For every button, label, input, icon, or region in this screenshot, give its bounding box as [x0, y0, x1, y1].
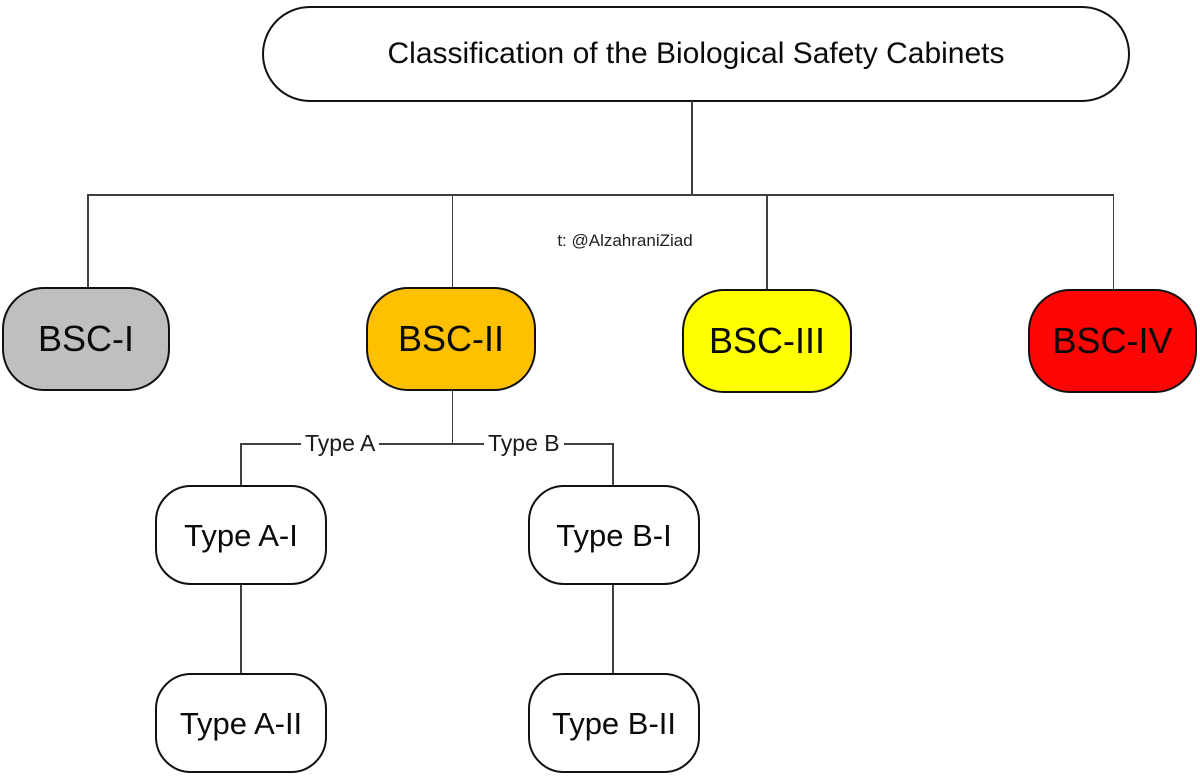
node-type-b-i: Type B-I	[528, 485, 700, 585]
connector-drop-bsc3	[766, 194, 768, 289]
connector-stem-type-a-ii	[240, 585, 242, 673]
node-bsc-iv-label: BSC-IV	[1052, 320, 1173, 361]
branch-label-type-b: Type B	[484, 429, 564, 457]
node-type-a-ii-label: Type A-II	[179, 705, 303, 741]
connector-drop-bsc4	[1112, 194, 1114, 289]
connector-branch-horizontal-bar	[240, 443, 613, 445]
connector-bsc2-stem	[451, 391, 453, 444]
connector-stem-type-b-ii	[612, 585, 614, 673]
connector-drop-type-b	[612, 443, 614, 485]
node-type-a-i-label: Type A-I	[184, 517, 298, 553]
node-bsc-i: BSC-I	[2, 287, 170, 391]
node-bsc-iii-label: BSC-III	[708, 320, 825, 361]
node-bsc-i-label: BSC-I	[37, 318, 134, 359]
node-bsc-ii-label: BSC-II	[397, 318, 504, 359]
node-bsc-ii: BSC-II	[366, 287, 536, 391]
connector-drop-bsc1	[87, 194, 89, 287]
node-type-b-i-label: Type B-I	[556, 517, 672, 553]
node-type-b-ii-label: Type B-II	[551, 705, 677, 741]
connector-drop-bsc2	[451, 194, 453, 287]
connector-top-horizontal-bar	[87, 194, 1114, 196]
branch-label-type-a: Type A	[301, 429, 380, 457]
node-bsc-iii: BSC-III	[682, 289, 852, 393]
connector-title-stem	[691, 101, 693, 195]
node-bsc-iv: BSC-IV	[1028, 289, 1197, 393]
connector-drop-type-a	[240, 443, 242, 485]
root-node-title: Classification of the Biological Safety …	[262, 6, 1130, 102]
node-type-b-ii: Type B-II	[528, 673, 700, 773]
diagram-title: Classification of the Biological Safety …	[387, 37, 1005, 70]
credit-watermark: t: @AlzahraniZiad	[557, 231, 693, 250]
node-type-a-ii: Type A-II	[155, 673, 327, 773]
node-type-a-i: Type A-I	[155, 485, 327, 585]
